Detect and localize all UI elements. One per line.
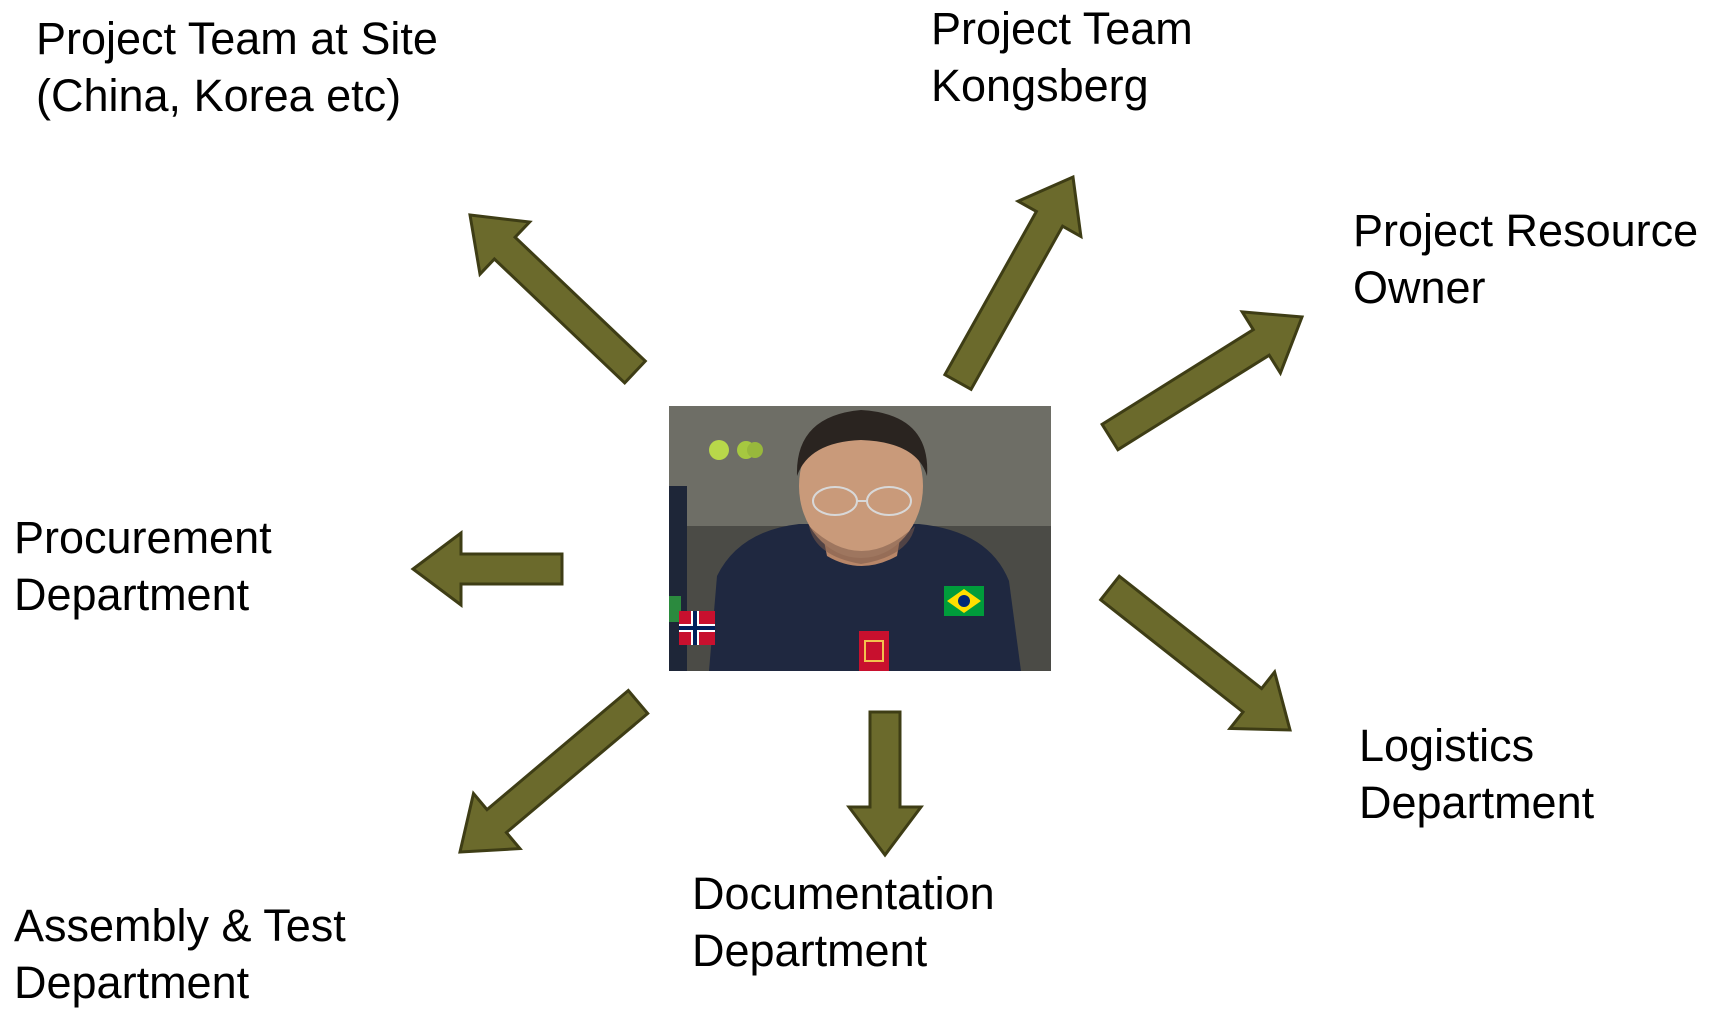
arrow-to-kongsberg xyxy=(942,174,1083,392)
node-documentation-department: Documentation Department xyxy=(692,865,995,979)
node-line: Owner xyxy=(1353,262,1486,313)
node-line: Kongsberg xyxy=(931,60,1149,111)
node-line: Logistics xyxy=(1359,720,1535,771)
person-photo-icon xyxy=(669,406,1051,671)
node-line: Department xyxy=(14,569,250,620)
node-line: Project Resource xyxy=(1353,205,1699,256)
arrow-to-procurement xyxy=(410,530,564,608)
node-line: Department xyxy=(1359,777,1595,828)
arrow-to-documentation xyxy=(846,710,924,858)
node-procurement-department: Procurement Department xyxy=(14,509,272,623)
node-line: Project Team at Site xyxy=(36,13,438,64)
node-line: Project Team xyxy=(931,3,1193,54)
node-project-team-kongsberg: Project Team Kongsberg xyxy=(931,0,1193,114)
node-project-resource-owner: Project Resource Owner xyxy=(1353,202,1698,316)
arrow-to-logistics xyxy=(1098,574,1292,732)
arrow-to-resource xyxy=(1100,310,1305,452)
node-line: Assembly & Test xyxy=(14,900,346,951)
node-line: (China, Korea etc) xyxy=(36,70,402,121)
node-line: Department xyxy=(14,957,250,1008)
node-line: Documentation xyxy=(692,868,995,919)
node-line: Procurement xyxy=(14,512,272,563)
node-project-team-site: Project Team at Site (China, Korea etc) xyxy=(36,10,438,124)
arrow-to-site xyxy=(468,213,648,386)
arrow-to-assembly xyxy=(458,688,650,854)
node-assembly-test-department: Assembly & Test Department xyxy=(14,897,346,1011)
node-line: Department xyxy=(692,925,928,976)
node-logistics-department: Logistics Department xyxy=(1359,717,1594,831)
center-person-photo xyxy=(669,406,1051,671)
